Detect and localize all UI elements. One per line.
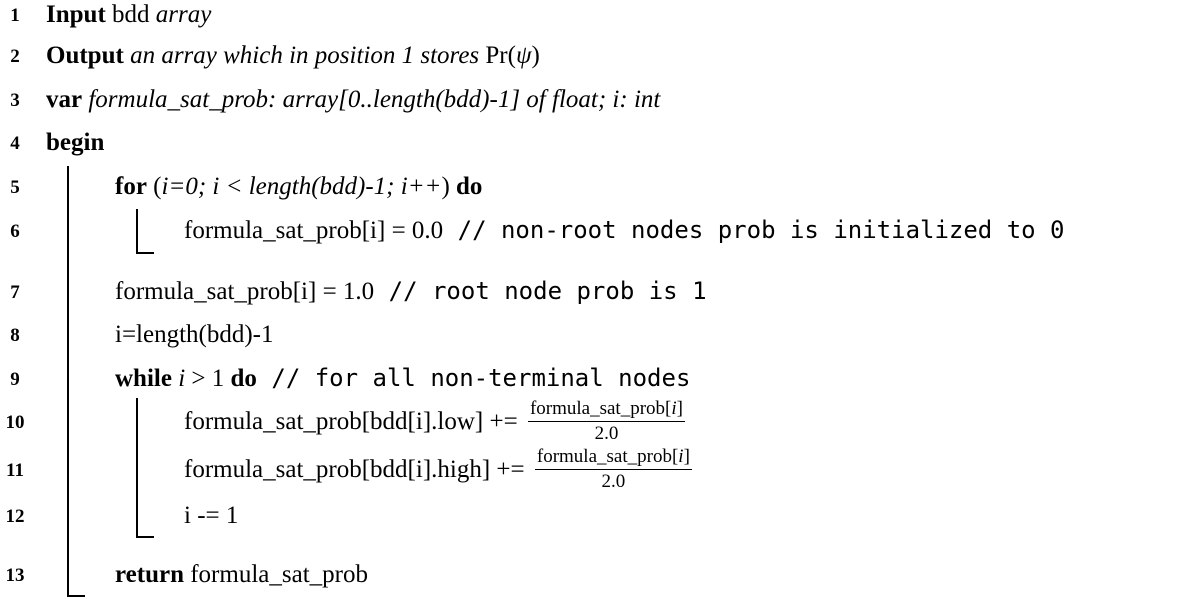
line-number: 3 [10, 90, 20, 111]
for-line: for (i=0; i < length(bdd)-1; i++) do [115, 174, 482, 199]
while-block-bar [136, 398, 138, 537]
numerator-index: i [678, 446, 684, 467]
fraction: formula_sat_prob[i] 2.0 [534, 446, 692, 493]
while-condition: > 1 [185, 365, 231, 392]
line-number: 10 [5, 412, 25, 433]
return-value: formula_sat_prob [183, 561, 368, 588]
root-init-comment: // root node prob is 1 [374, 277, 707, 305]
keyword-for: for [115, 173, 147, 200]
begin-block-bar [67, 166, 69, 596]
high-update-statement: formula_sat_prob[bdd[i].high] += [184, 455, 525, 483]
numerator-close: ] [676, 398, 683, 419]
init-line: formula_sat_prob[i] = 0.0 // non-root no… [184, 218, 1065, 243]
low-update-line: formula_sat_prob[bdd[i].low] += formula_… [184, 398, 685, 445]
keyword-var: var [46, 86, 83, 113]
output-line: Output an array which in position 1 stor… [46, 43, 540, 68]
begin-block-foot [67, 595, 85, 597]
line-number: 13 [5, 565, 25, 586]
decrement-line: i -= 1 [184, 503, 238, 528]
while-line: while i > 1 do // for all non-terminal n… [115, 366, 690, 391]
numerator-text: formula_sat_prob[ [529, 398, 672, 419]
decrement-statement: i -= 1 [184, 502, 239, 529]
for-block-foot [136, 252, 154, 254]
fraction-denominator: 2.0 [594, 422, 619, 444]
keyword-return: return [115, 561, 184, 588]
index-init-line: i=length(bdd)-1 [115, 322, 274, 347]
line-number: 9 [10, 369, 20, 390]
line-number: 4 [10, 133, 20, 154]
numerator-index: i [671, 398, 677, 419]
for-condition: i=0; i < length(bdd)-1; i++ [161, 173, 442, 200]
output-prob-open: Pr( [485, 42, 516, 69]
begin-line: begin [46, 130, 104, 155]
fraction-denominator: 2.0 [601, 470, 626, 492]
keyword-begin: begin [46, 129, 105, 156]
while-block-foot [136, 536, 154, 538]
psi-symbol: ψ [515, 42, 532, 69]
output-description: an array which in position 1 stores [123, 42, 486, 69]
while-var: i [171, 365, 186, 392]
fraction: formula_sat_prob[i] 2.0 [527, 398, 685, 445]
line-number: 11 [6, 460, 24, 481]
for-close-paren: ) [441, 173, 450, 200]
line-number: 5 [10, 177, 20, 198]
var-line: var formula_sat_prob: array[0..length(bd… [46, 87, 660, 112]
line-number: 12 [5, 506, 25, 527]
keyword-while: while [115, 365, 172, 392]
keyword-do: do [449, 173, 483, 200]
init-comment: // non-root nodes prob is initialized to… [443, 216, 1065, 244]
for-open-paren: ( [146, 173, 162, 200]
input-type: array [155, 1, 212, 28]
fraction-numerator: formula_sat_prob[i] [534, 446, 692, 470]
root-init-statement: formula_sat_prob[i] = 1.0 [115, 278, 375, 305]
keyword-output: Output [46, 42, 124, 69]
return-line: return formula_sat_prob [115, 562, 368, 587]
line-number: 6 [10, 221, 20, 242]
init-statement: formula_sat_prob[i] = 0.0 [184, 217, 444, 244]
line-number: 2 [10, 46, 20, 67]
while-comment: // for all non-terminal nodes [256, 364, 691, 392]
var-declaration: formula_sat_prob: array[0..length(bdd)-1… [82, 86, 661, 113]
low-update-statement: formula_sat_prob[bdd[i].low] += [184, 407, 518, 435]
for-block-bar [136, 209, 138, 253]
line-number: 1 [10, 5, 20, 26]
input-line: Input bdd array [46, 2, 211, 27]
fraction-numerator: formula_sat_prob[i] [527, 398, 685, 422]
index-init-statement: i=length(bdd)-1 [115, 321, 274, 348]
line-number: 7 [10, 282, 20, 303]
input-text: bdd [105, 1, 156, 28]
high-update-line: formula_sat_prob[bdd[i].high] += formula… [184, 446, 692, 493]
root-init-line: formula_sat_prob[i] = 1.0 // root node p… [115, 279, 707, 304]
keyword-do: do [230, 365, 257, 392]
keyword-input: Input [46, 1, 106, 28]
line-number: 8 [10, 325, 20, 346]
numerator-text: formula_sat_prob[ [536, 446, 679, 467]
output-prob-close: ) [531, 42, 540, 69]
numerator-close: ] [683, 446, 690, 467]
